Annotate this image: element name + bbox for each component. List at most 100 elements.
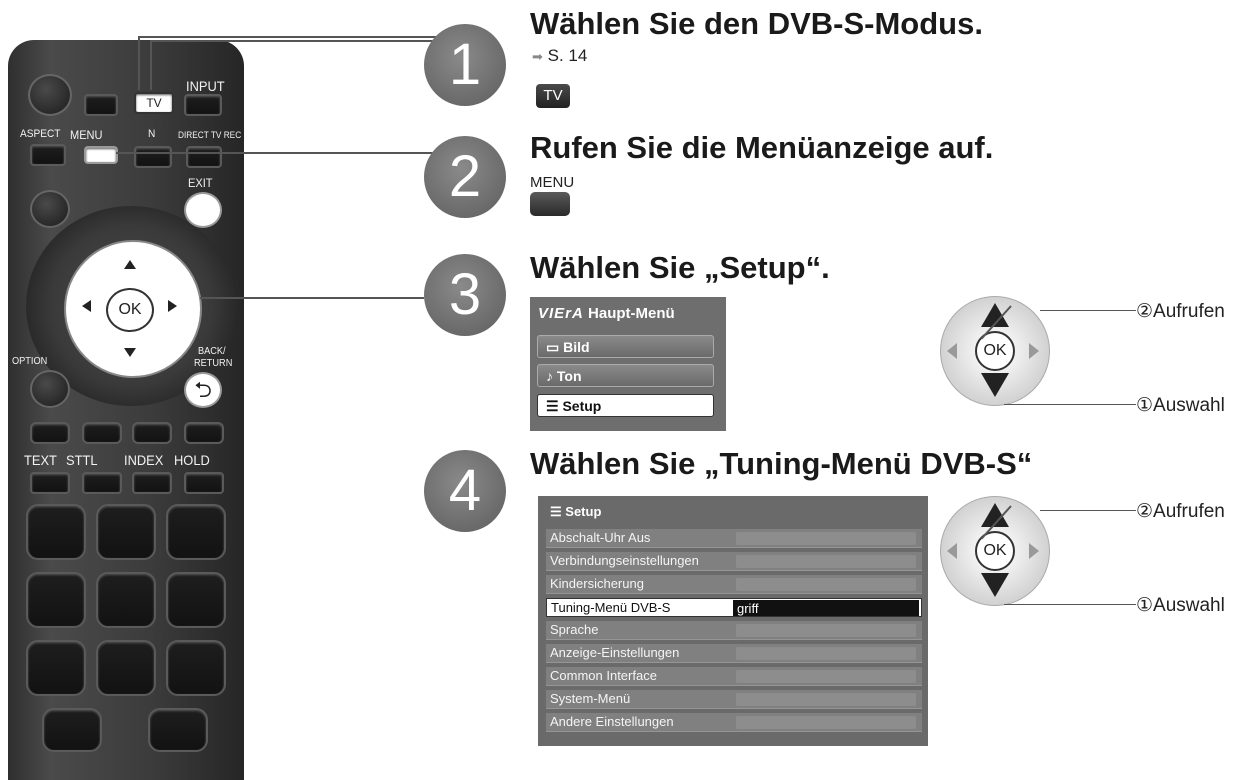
picture-icon: ▭ [546,339,560,355]
down-arrow-icon[interactable] [981,373,1009,397]
remote-round-button[interactable] [30,190,70,228]
direct-tv-rec-button[interactable] [186,146,222,168]
setup-item-label: System-Menü [550,691,631,706]
step-2-title: Rufen Sie die Menüanzeige auf. [530,130,994,165]
index-button[interactable] [132,472,172,494]
callout-line-2 [116,152,434,154]
setup-menu-title-text: Setup [565,504,602,519]
down-arrow-icon[interactable] [981,573,1009,597]
setup-item-value [736,532,916,545]
setup-menu-screen: ☰ Setup Abschalt-Uhr Aus Verbindungseins… [538,496,928,746]
ok-button[interactable]: OK [106,288,154,332]
number-button-9[interactable] [166,640,226,696]
ok-button[interactable]: OK [975,531,1015,571]
aspect-button[interactable] [30,144,66,166]
step-3-title: Wählen Sie „Setup“. [530,250,830,285]
option-button[interactable] [30,370,70,408]
return-label: RETURN [194,358,233,369]
sttl-label: STTL [66,452,98,468]
green-button[interactable] [82,422,122,444]
callout-line-1 [150,40,444,42]
setup-item[interactable]: Abschalt-Uhr Aus [546,529,922,548]
setup-item-value-text: griff [737,601,759,616]
number-button-7[interactable] [26,640,86,696]
exit-label: EXIT [188,176,213,190]
callout-line-1 [150,40,152,90]
number-button-8[interactable] [96,640,156,696]
setup-item[interactable]: System-Menü [546,690,922,709]
setup-item[interactable]: Anzeige-Einstellungen [546,644,922,663]
back-return-button[interactable]: ⮌ [184,372,222,408]
setup-item-label: Anzeige-Einstellungen [550,645,680,660]
setup-item-value [736,693,916,706]
number-button-3[interactable] [166,504,226,560]
enter-label: ②Aufrufen [1136,301,1225,322]
setup-item[interactable]: Andere Einstellungen [546,713,922,732]
n-button[interactable] [134,146,172,168]
callout-line-1 [138,36,444,38]
menu-item-picture[interactable]: ▭ Bild [537,335,714,358]
bottom-right-button[interactable] [148,708,208,752]
page-reference: ➡ S. 14 [532,46,587,66]
input-button[interactable] [184,94,222,116]
up-arrow-icon[interactable] [124,260,136,269]
exit-button[interactable] [184,192,222,228]
setup-item-value [736,716,916,729]
menu-item-label: Bild [563,339,590,355]
down-arrow-icon[interactable] [124,348,136,357]
step-4-number: 4 [424,450,506,532]
hold-button[interactable] [184,472,224,494]
remote-button[interactable] [84,94,118,116]
number-button-6[interactable] [166,572,226,628]
left-arrow-icon[interactable] [82,300,91,312]
text-label: TEXT [24,452,57,468]
setup-item-value [736,624,916,637]
right-arrow-icon[interactable] [168,300,177,312]
tv-key-icon: TV [536,84,570,108]
red-button[interactable] [30,422,70,444]
tv-button[interactable]: TV [134,92,174,114]
arrow-right-icon: ➡ [532,49,543,64]
note-icon: ♪ [546,368,553,384]
setup-item-label: Andere Einstellungen [550,714,674,729]
viera-logo: VIErA [538,305,584,322]
number-button-2[interactable] [96,504,156,560]
menu-item-setup[interactable]: ☰ Setup [537,394,714,417]
callout-line-1 [138,36,140,90]
step-4-title: Wählen Sie „Tuning-Menü DVB-S“ [530,446,1033,481]
n-label: N [148,128,156,140]
number-button-1[interactable] [26,504,86,560]
list-icon: ☰ [550,504,562,519]
select-label: ①Auswahl [1136,395,1225,416]
aspect-label: ASPECT [20,128,61,140]
navigation-disc[interactable]: OK [940,296,1050,406]
menu-button[interactable] [84,146,118,164]
callout-line [1040,510,1136,511]
menu-item-sound[interactable]: ♪ Ton [537,364,714,387]
setup-item-label: Tuning-Menü DVB-S [551,600,671,615]
bottom-left-button[interactable] [42,708,102,752]
navigation-disc[interactable]: OK [940,496,1050,606]
step-2-number: 2 [424,136,506,218]
right-arrow-icon [1029,543,1039,559]
power-button[interactable] [28,74,72,116]
number-button-4[interactable] [26,572,86,628]
blue-button[interactable] [184,422,224,444]
main-menu-screen: VIErA Haupt-Menü ▭ Bild ♪ Ton ☰ Setup [530,297,726,431]
setup-item[interactable]: Kindersicherung [546,575,922,594]
text-button[interactable] [30,472,70,494]
sttl-button[interactable] [82,472,122,494]
yellow-button[interactable] [132,422,172,444]
setup-item-value: griff [733,600,919,616]
setup-item-value [736,670,916,683]
menu-item-label: Setup [562,398,602,414]
setup-menu-title: ☰ Setup [550,504,601,520]
page-reference-text: S. 14 [547,46,588,65]
setup-item[interactable]: Verbindungseinstellungen [546,552,922,571]
setup-item[interactable]: Sprache [546,621,922,640]
setup-item-selected[interactable]: Tuning-Menü DVB-S griff [546,598,922,617]
left-arrow-icon [947,343,957,359]
number-button-5[interactable] [96,572,156,628]
setup-item-label: Verbindungseinstellungen [550,553,699,568]
setup-item[interactable]: Common Interface [546,667,922,686]
